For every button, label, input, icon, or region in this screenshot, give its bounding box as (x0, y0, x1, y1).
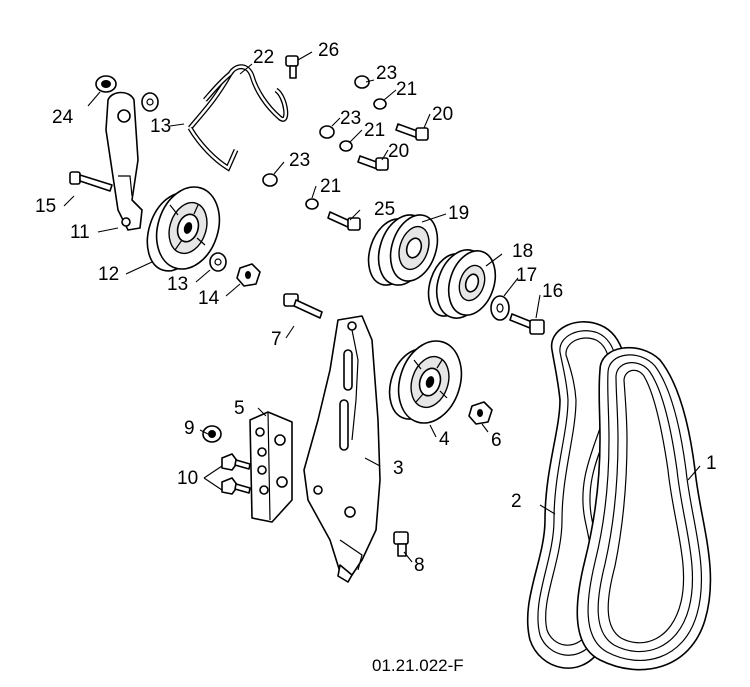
callout-11: 11 (70, 222, 90, 243)
callout-20-upper: 20 (432, 104, 453, 125)
callout-21-upper: 21 (396, 79, 417, 100)
spring-rod-22 (187, 64, 289, 172)
callout-labels: 1 2 3 4 5 6 7 8 9 10 11 12 13 13 14 15 1… (35, 40, 717, 576)
callout-15: 15 (35, 196, 56, 217)
callout-6: 6 (491, 430, 502, 451)
bolts (69, 55, 545, 557)
callout-9: 9 (184, 418, 195, 439)
callout-23-middle: 23 (340, 108, 361, 129)
callout-24: 24 (52, 107, 74, 128)
callout-5: 5 (234, 398, 245, 419)
drive-pulley-18 (427, 249, 497, 319)
bolt-20-upper (395, 123, 429, 141)
bolt-10-upper (221, 453, 251, 471)
callout-12: 12 (98, 264, 119, 285)
callout-22: 22 (253, 47, 274, 68)
callout-23-upper: 23 (376, 63, 397, 84)
callout-2: 2 (511, 491, 522, 512)
callout-20-lower: 20 (388, 141, 409, 162)
nut-6 (468, 401, 493, 425)
belt-1 (576, 346, 712, 671)
nut-9 (202, 425, 222, 443)
bolt-26 (285, 55, 299, 79)
callout-21-lower: 21 (320, 176, 341, 197)
double-pulley-19 (367, 214, 439, 286)
hardware-items (95, 75, 510, 443)
nut-24 (95, 75, 117, 93)
callout-16: 16 (542, 281, 563, 302)
callout-7: 7 (271, 329, 282, 350)
leader-lines (63, 51, 701, 563)
callout-25: 25 (374, 199, 395, 220)
callout-4: 4 (439, 429, 450, 450)
bolt-16 (509, 313, 545, 335)
bolt-8 (393, 531, 409, 557)
bolt-15 (69, 171, 113, 192)
nut-14 (236, 263, 261, 287)
washer-13-lower (209, 252, 227, 272)
diagram-reference-number: 01.21.022-F (372, 656, 464, 675)
callout-13-lower: 13 (167, 274, 188, 295)
bolt-25 (327, 211, 361, 231)
callout-23-lower: 23 (289, 150, 310, 171)
bolt-10-lower (221, 477, 251, 495)
washer-17 (490, 295, 510, 321)
callout-21-middle: 21 (364, 120, 385, 141)
mounting-plate-5 (249, 411, 293, 523)
idler-arm-bracket-3 (303, 315, 381, 583)
idler-pulley-12 (146, 186, 221, 272)
callout-3: 3 (393, 458, 404, 479)
callout-18: 18 (512, 241, 533, 262)
bolt-7 (283, 293, 323, 319)
callout-13-upper: 13 (150, 116, 171, 137)
washer-13-upper (141, 92, 159, 112)
callout-8: 8 (414, 555, 425, 576)
idler-bracket-11 (105, 91, 143, 231)
idler-pulley-4 (388, 340, 463, 424)
callout-10: 10 (177, 468, 198, 489)
callout-1: 1 (706, 453, 717, 474)
callout-26: 26 (318, 40, 339, 61)
bolt-20-lower (357, 155, 389, 171)
callout-17: 17 (516, 265, 537, 286)
callout-14: 14 (198, 288, 220, 309)
callout-19: 19 (448, 203, 469, 224)
